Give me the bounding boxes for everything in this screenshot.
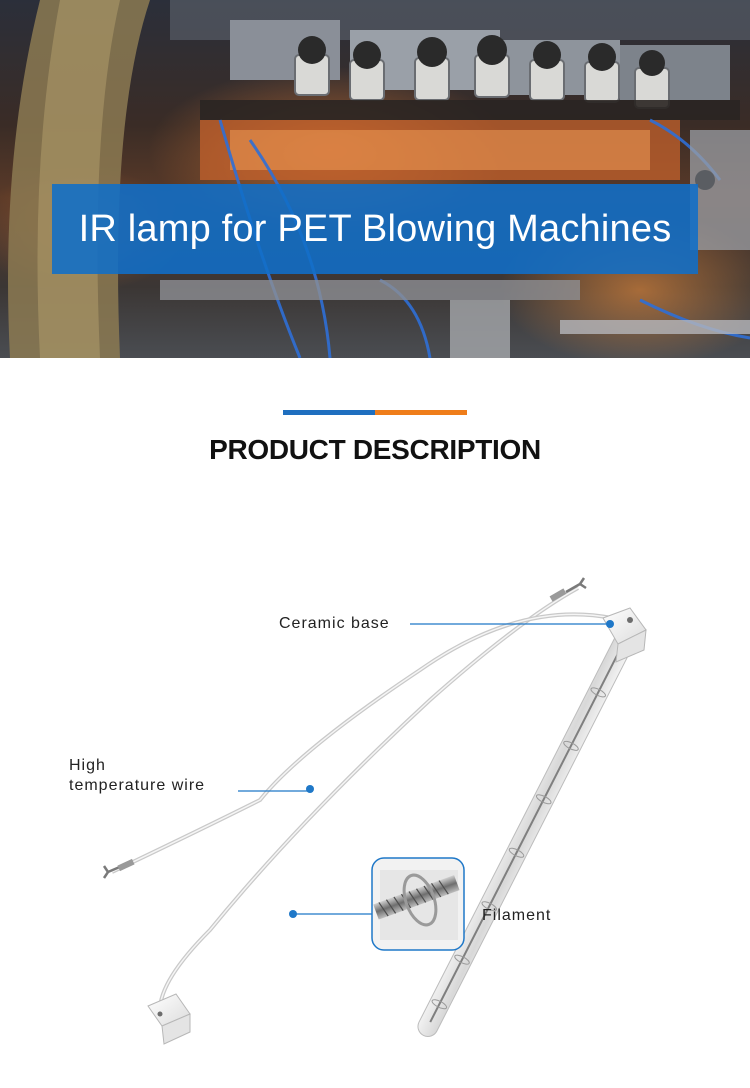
label-ceramic-base: Ceramic base — [279, 615, 390, 632]
filament-zoom-inset — [371, 857, 465, 951]
callout-dot-wire — [306, 785, 314, 793]
ceramic-cap-top — [602, 607, 647, 663]
accent-line-blue — [283, 410, 375, 415]
label-wire-line1: High — [69, 757, 106, 774]
callout-dot-ceramic — [606, 620, 614, 628]
section-title: PRODUCT DESCRIPTION — [209, 434, 541, 465]
hero-title-band: IR lamp for PET Blowing Machines — [52, 184, 698, 274]
spade-connector-top — [549, 577, 587, 602]
accent-line-orange — [375, 410, 467, 415]
product-diagram: Ceramic base High temperature wire Filam… — [0, 500, 750, 1088]
ceramic-cap-bottom — [147, 993, 191, 1045]
label-high-temperature-wire: High temperature wire — [69, 756, 205, 796]
ir-lamp-illustration — [102, 577, 647, 1045]
label-wire-line2: temperature wire — [69, 777, 206, 794]
hero-title: IR lamp for PET Blowing Machines — [78, 207, 672, 250]
hero-banner: IR lamp for PET Blowing Machines — [0, 0, 750, 358]
spade-connector-bottom — [102, 858, 135, 879]
machine-photo — [8, 0, 750, 358]
callout-dot-filament — [289, 910, 297, 918]
label-filament: Filament — [482, 907, 552, 924]
